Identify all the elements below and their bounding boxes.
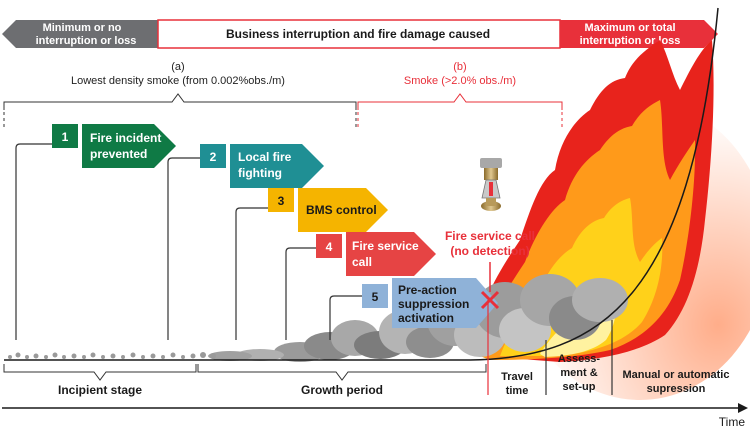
assessment-line1: Assess- — [558, 353, 601, 365]
step-1: 1 Fire incident prevented — [52, 124, 176, 168]
step-5-line3: activation — [398, 311, 454, 325]
leader-4 — [285, 247, 316, 340]
banner-left-line1: Minimum or no — [43, 22, 122, 34]
fire-service-note: Fire service call (no detection) — [445, 229, 535, 310]
step-5-arrow — [392, 278, 498, 328]
smoke-range-b: (b) Smoke (>2.0% obs./m) — [357, 61, 563, 128]
step-1-arrow — [82, 124, 176, 168]
step-3-arrow — [298, 188, 388, 232]
stage-braces — [3, 364, 487, 381]
step-5-line1: Pre-action — [398, 283, 457, 297]
step-3: 3 BMS control — [268, 188, 388, 232]
step-4-number-box — [316, 234, 342, 258]
smoke-b-letter: (b) — [453, 61, 466, 73]
manual-suppression-line2: supression — [647, 383, 706, 395]
step-1-line1: Fire incident — [90, 131, 161, 145]
step-5-number-box — [362, 284, 388, 308]
step-5-number: 5 — [372, 290, 379, 304]
step-3-number: 3 — [278, 194, 285, 208]
step-1-number-box — [52, 124, 78, 148]
step-2-arrow — [230, 144, 324, 188]
x-mark-b — [480, 290, 500, 310]
step-4-number: 4 — [326, 240, 333, 254]
step-4: 4 Fire service call — [316, 232, 436, 276]
banner-left-line2: interruption or loss — [36, 35, 137, 47]
leader-3 — [235, 207, 268, 340]
step-3-line1: BMS control — [306, 203, 377, 217]
stage-dividers — [487, 300, 613, 395]
banner-right-arrow — [560, 20, 718, 48]
fire-service-note-line1: Fire service call — [445, 229, 535, 243]
step-leaders — [15, 143, 362, 340]
step-5-line2: suppression — [398, 297, 469, 311]
banner-center-text: Business interruption and fire damage ca… — [226, 27, 490, 41]
travel-time-line1: Travel — [501, 371, 533, 383]
banner-left-arrow — [2, 20, 158, 48]
smoke-a-brace — [3, 93, 357, 110]
growth-brace — [197, 364, 487, 381]
step-1-line2: prevented — [90, 147, 147, 161]
smoke-clouds — [8, 274, 628, 362]
smoke-a-label: Lowest density smoke (from 0.002%obs./m) — [71, 75, 285, 87]
sprinkler-icon — [480, 158, 502, 211]
step-3-number-box — [268, 188, 294, 212]
fire-service-note-line2: (no detection) — [450, 244, 529, 258]
incipient-brace — [3, 364, 197, 381]
leader-2 — [167, 157, 200, 340]
smoke-range-a: (a) Lowest density smoke (from 0.002%obs… — [3, 61, 357, 128]
assessment-line3: set-up — [563, 381, 596, 393]
step-2-line1: Local fire — [238, 150, 292, 164]
step-4-line2: call — [352, 255, 372, 269]
manual-suppression-line1: Manual or automatic — [623, 369, 730, 381]
incipient-stage-label: Incipient stage — [58, 383, 142, 397]
step-2-number: 2 — [210, 150, 217, 164]
banner-right-line1: Maximum or total — [584, 22, 675, 34]
step-2: 2 Local fire fighting — [200, 144, 324, 188]
assessment-line2: ment & — [560, 367, 597, 379]
smoke-b-brace — [357, 93, 563, 110]
fire-growth-curve — [4, 7, 719, 361]
travel-time-line2: time — [506, 385, 529, 397]
step-4-arrow — [346, 232, 436, 276]
smoke-a-letter: (a) — [171, 61, 184, 73]
time-axis-label: Time — [719, 415, 746, 429]
step-4-line1: Fire service — [352, 239, 419, 253]
time-axis: Time — [2, 403, 748, 429]
banner-right-line2: interruption or loss — [580, 35, 681, 47]
growth-period-label: Growth period — [301, 383, 383, 397]
smoke-b-label: Smoke (>2.0% obs./m) — [404, 75, 516, 87]
leader-1 — [15, 143, 52, 340]
leader-5 — [329, 295, 362, 340]
step-2-number-box — [200, 144, 226, 168]
step-2-line2: fighting — [238, 166, 282, 180]
step-1-number: 1 — [62, 130, 69, 144]
top-banner: Minimum or no interruption or loss Busin… — [2, 19, 718, 49]
step-5: 5 Pre-action suppression activation — [362, 278, 498, 328]
